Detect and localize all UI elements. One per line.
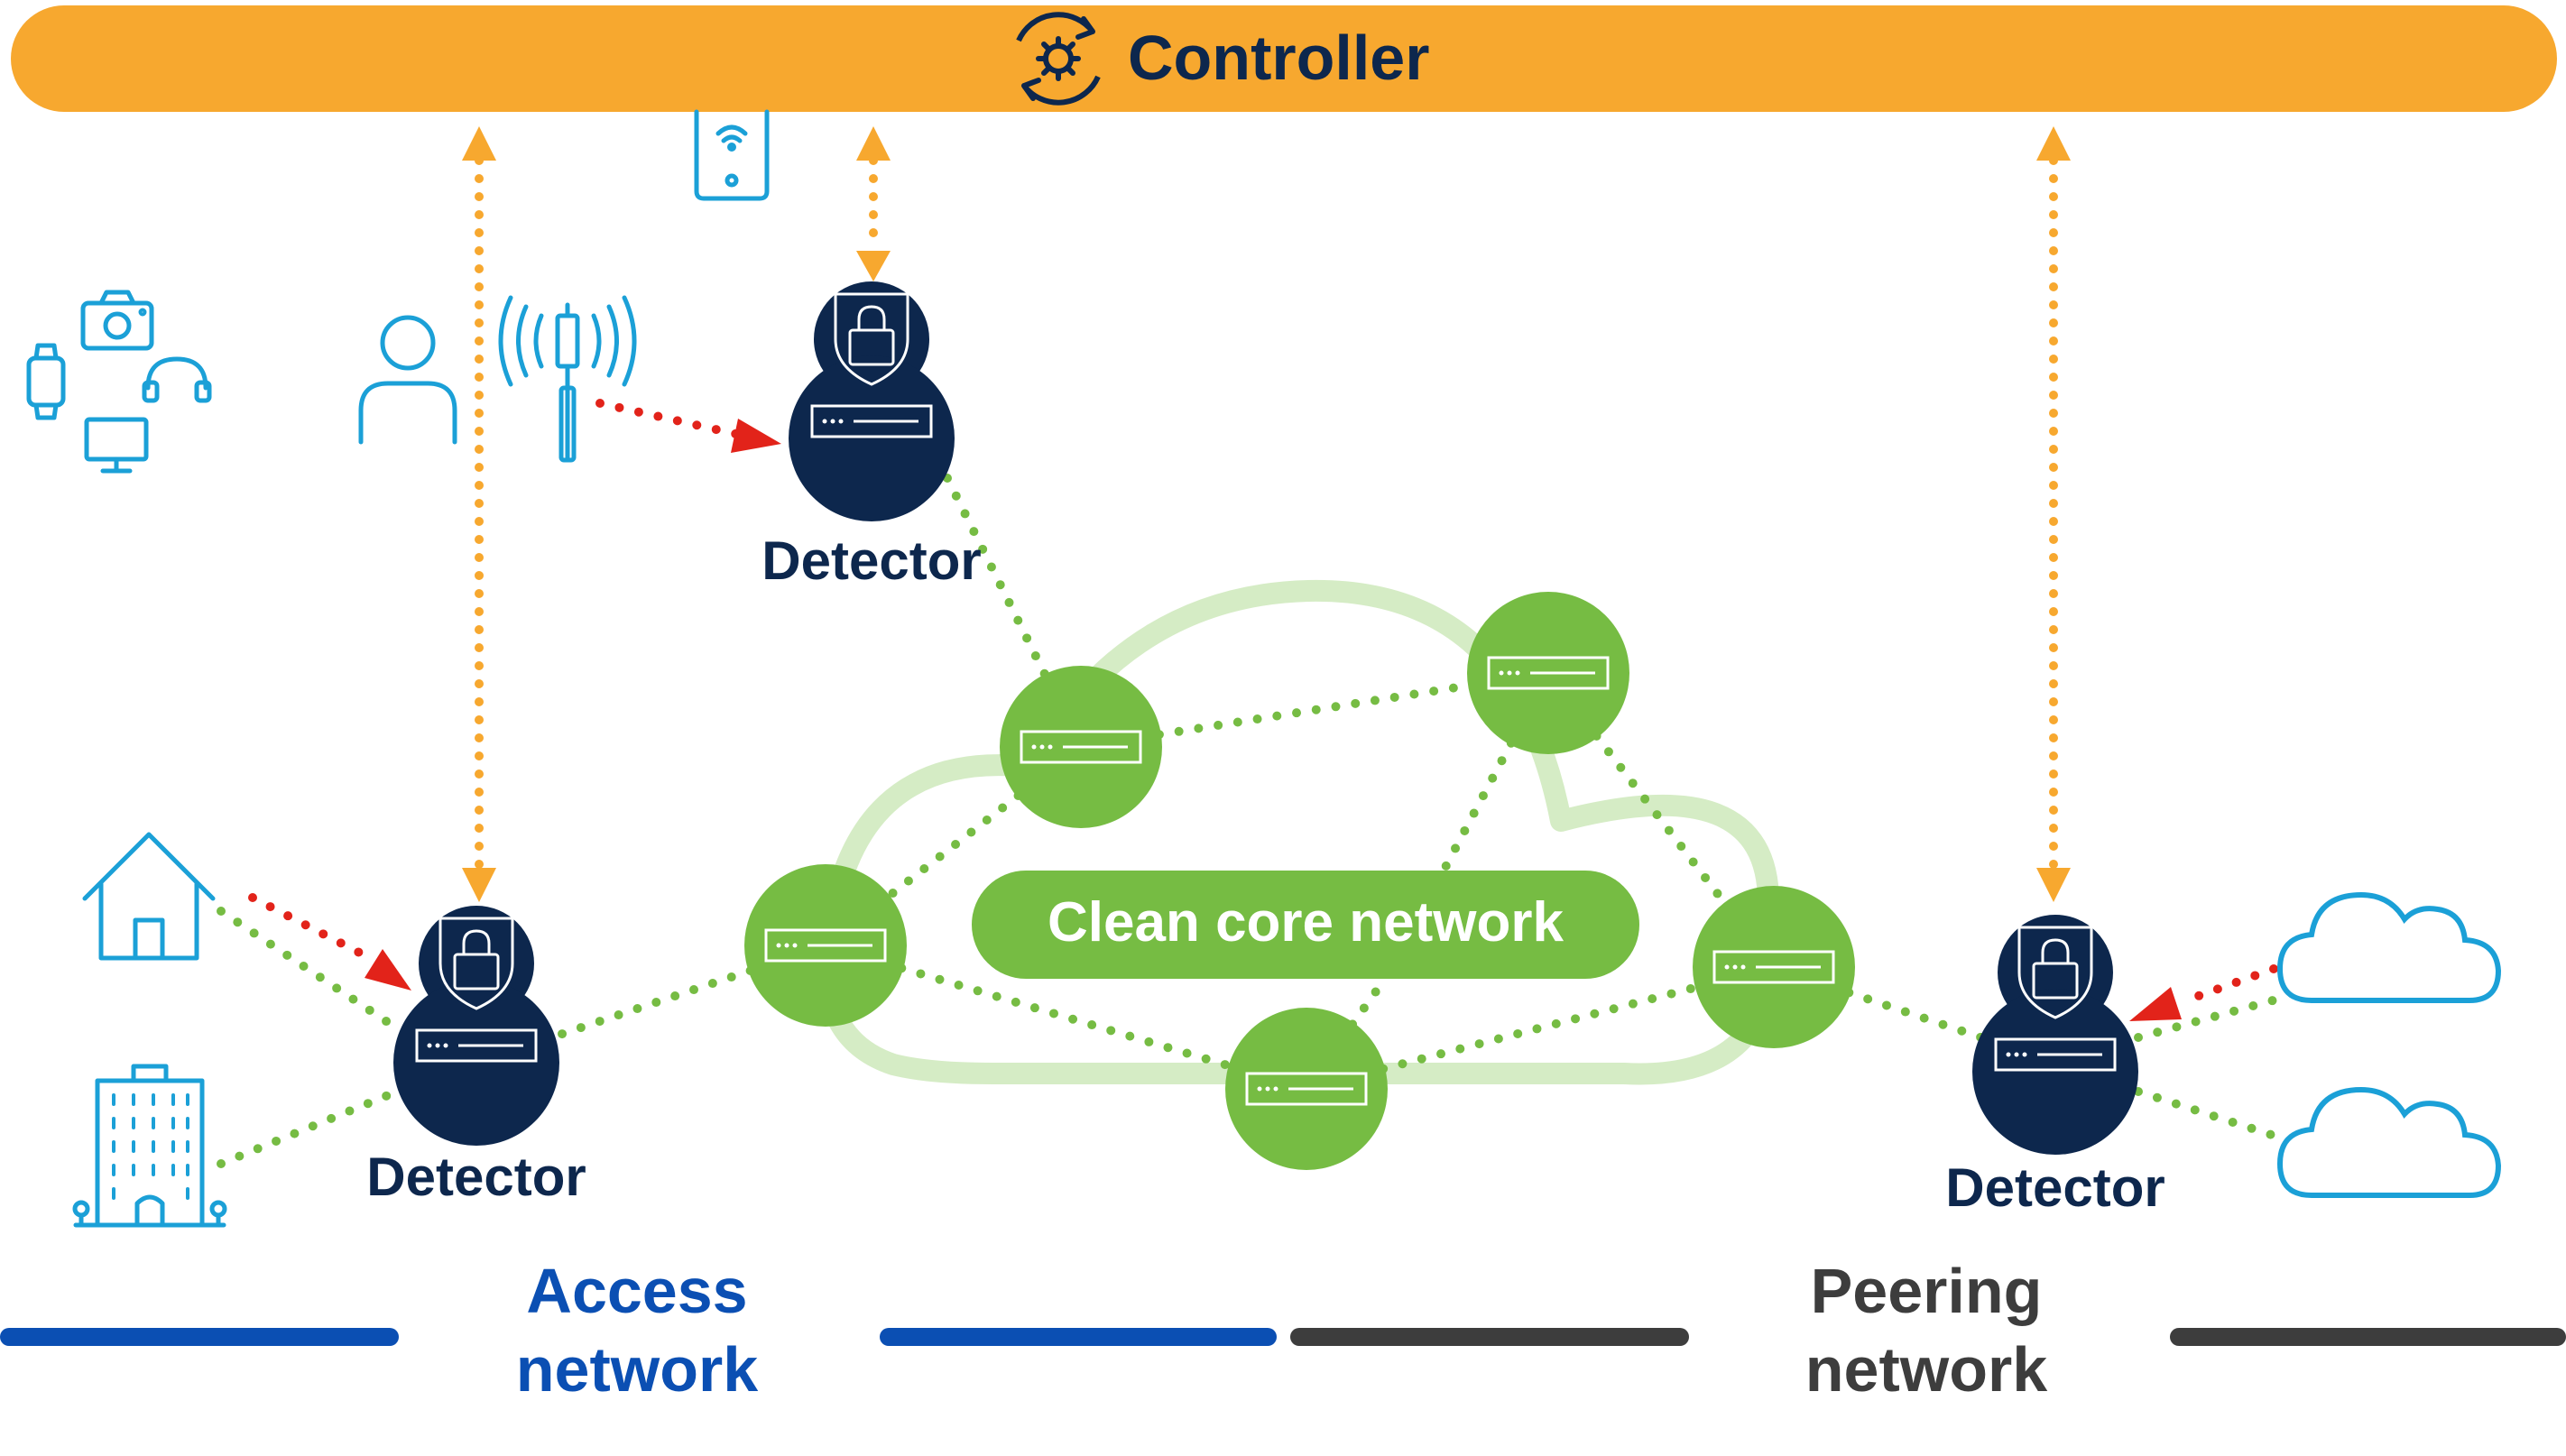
camera-icon — [80, 290, 154, 351]
controller-label: Controller — [1128, 23, 1429, 93]
detector-node — [392, 904, 561, 1147]
management-arrowheads — [462, 126, 2071, 902]
access-network-label-line2: network — [516, 1334, 758, 1405]
core-label: Clean core network — [1048, 891, 1564, 954]
office-building-icon — [72, 1064, 227, 1228]
headphones-icon — [142, 356, 212, 403]
router-node — [743, 862, 909, 1028]
gear-refresh-icon — [1016, 12, 1101, 106]
house-icon — [82, 832, 216, 961]
management-links — [475, 156, 2058, 872]
peering-network-label-line1: Peering — [1811, 1256, 2043, 1326]
detector-label: Detector — [761, 530, 981, 591]
monitor-icon — [84, 417, 149, 474]
router-node — [998, 664, 1164, 830]
router-node — [1691, 884, 1857, 1050]
router-node — [1223, 1006, 1389, 1172]
attack-arrowheads — [365, 419, 2182, 1021]
detector-label: Detector — [1945, 1157, 2164, 1218]
detector-node — [787, 280, 956, 523]
core-cloud-shape — [816, 579, 1783, 1085]
router-node — [1465, 590, 1631, 756]
cloud-icon — [2280, 895, 2498, 1000]
core-label-pill — [972, 871, 1639, 979]
attack-arrows — [248, 399, 2278, 1006]
smartwatch-icon — [26, 343, 66, 420]
cloud-icon — [2280, 1090, 2498, 1195]
smartphone-icon — [694, 109, 770, 201]
detector-label: Detector — [366, 1147, 586, 1207]
user-icon — [358, 315, 457, 445]
detector-node — [1971, 913, 2140, 1157]
cell-tower-icon — [498, 295, 637, 463]
peering-network-label-line2: network — [1805, 1334, 2047, 1405]
access-network-label-line1: Access — [526, 1256, 747, 1326]
controller-bar — [11, 5, 2557, 112]
